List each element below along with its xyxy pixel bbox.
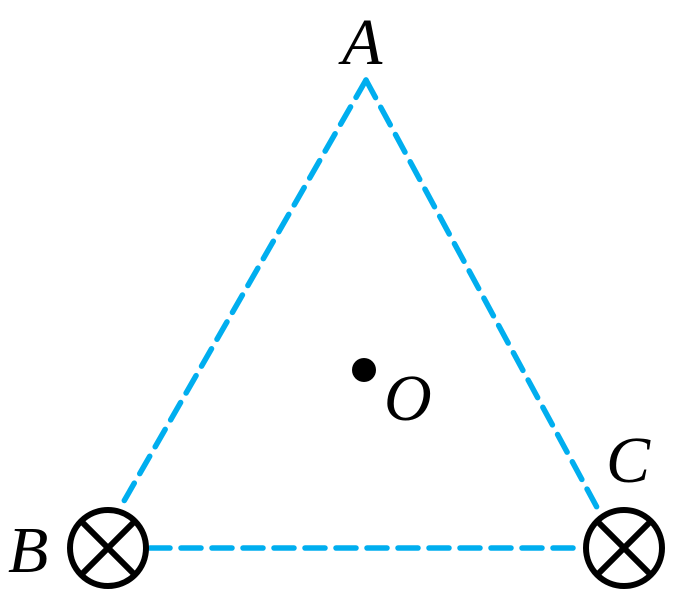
triangle-edges [117,77,603,551]
label-o: O [384,362,432,435]
label-b: B [8,514,48,587]
edge-a-b [117,77,369,511]
wire-c-current-into-page-icon [583,507,665,589]
edge-a-c [363,77,603,516]
label-a: A [338,6,383,79]
label-c: C [606,424,651,497]
wire-b-current-into-page-icon [67,507,149,589]
center-point-o [352,358,376,382]
